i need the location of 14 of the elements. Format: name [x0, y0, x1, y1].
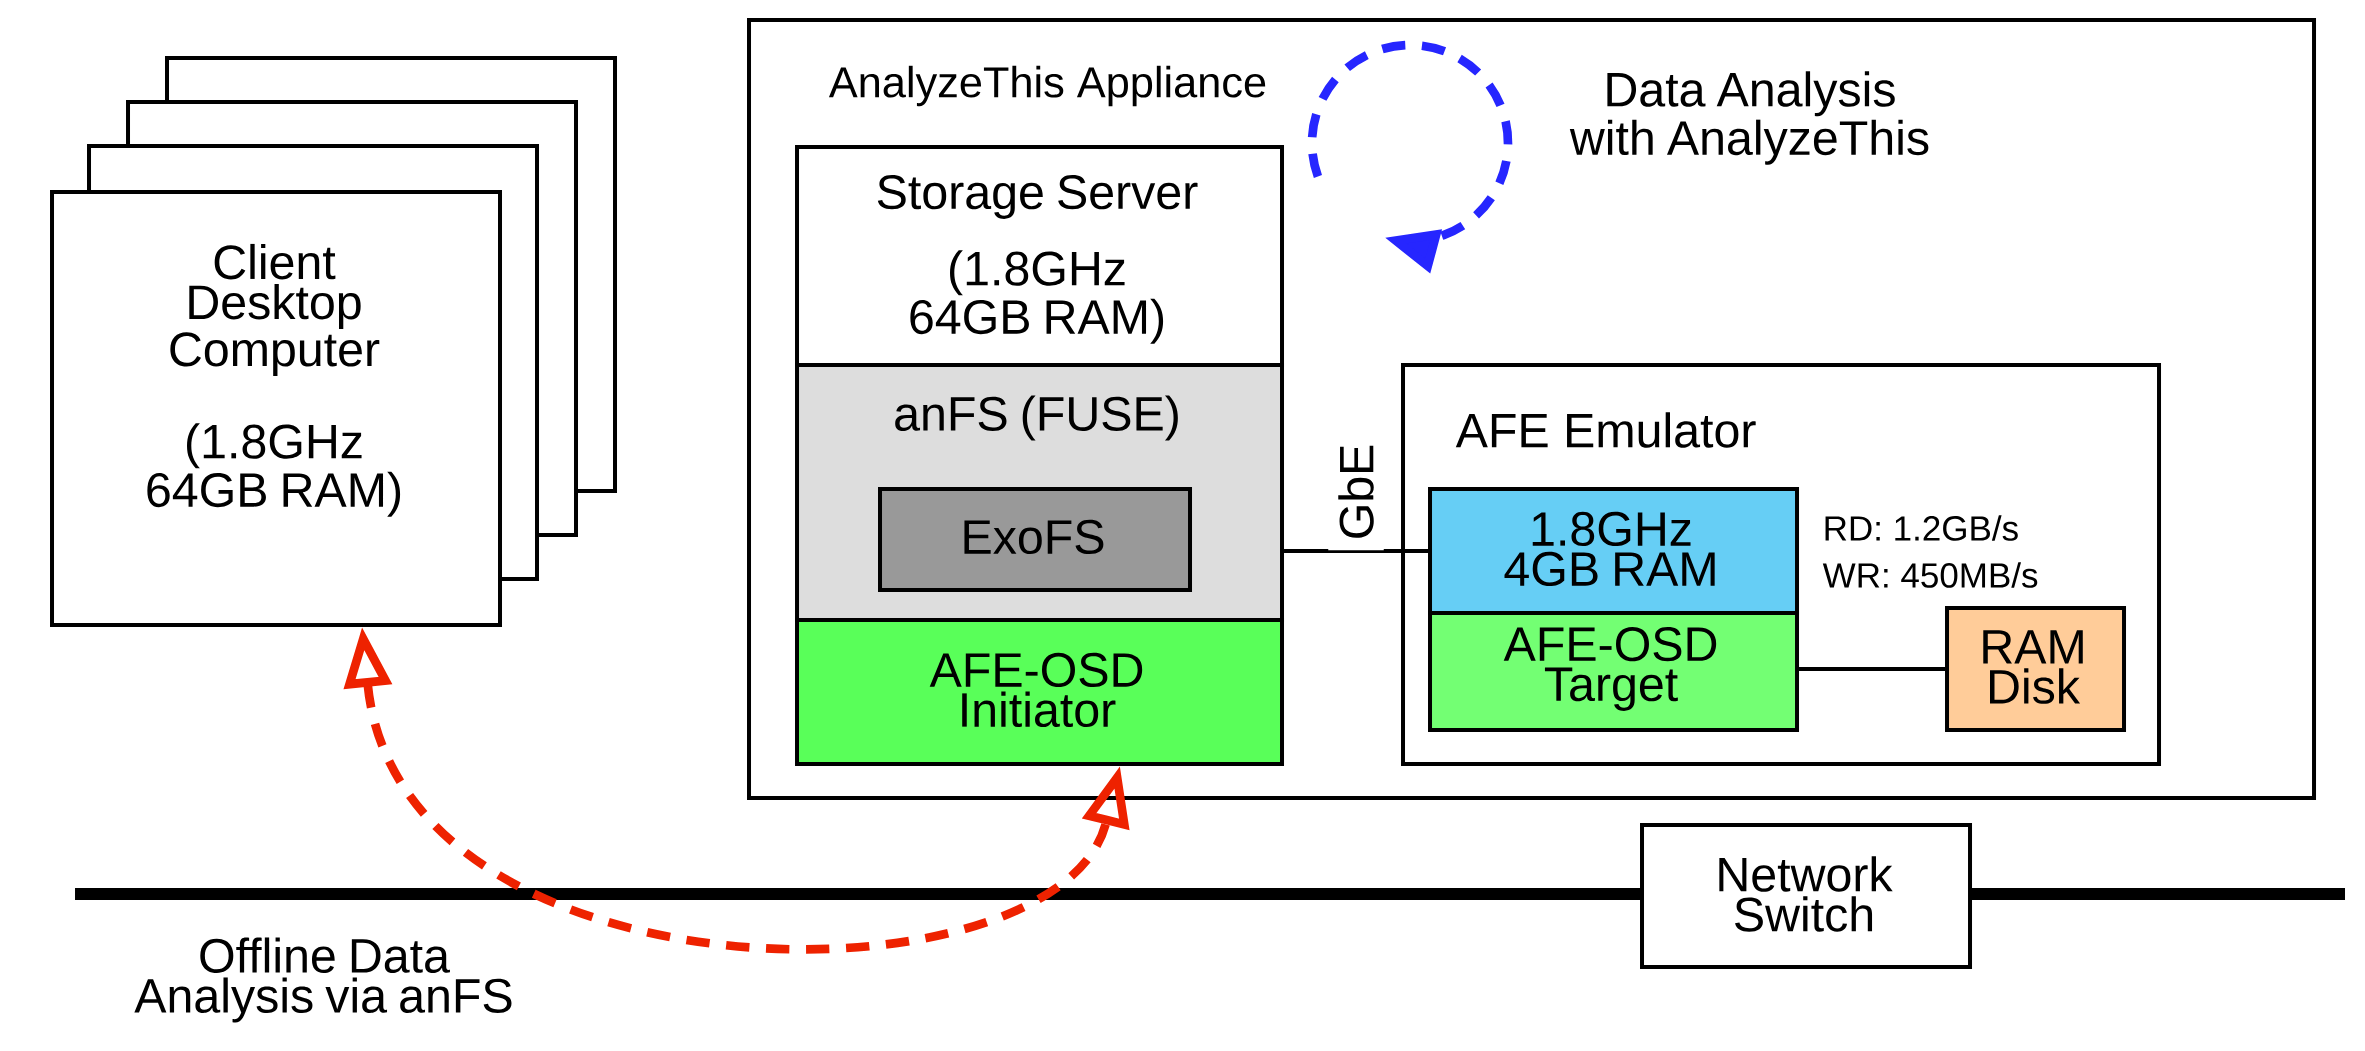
annotation-text: RD: 1.2GB/s: [1825, 515, 2018, 541]
initiator-section: AFE-OSD Initiator: [795, 618, 1284, 766]
filesystem-box: ExoFS: [878, 487, 1192, 592]
switch-box: Network Switch: [1640, 823, 1972, 969]
annotation-text: WR: 450MB/s: [1822, 562, 2038, 588]
annotation-text: Data Analysis with AnalyzeThis: [1569, 71, 1929, 165]
processor-section: 1.8GHz 4GB RAM: [1428, 487, 1799, 615]
link-line: [1284, 549, 1428, 553]
target-section: AFE-OSD Target: [1428, 611, 1799, 732]
link-line: [1799, 667, 1945, 671]
annotation-text: Offline Data Analysis via anFS: [134, 937, 512, 1023]
computer-box: Client Desktop Computer (1.8GHz 64GB RAM): [50, 190, 502, 627]
edge-label: GbE: [1328, 433, 1384, 551]
server-section: Storage Server (1.8GHz 64GB RAM): [795, 145, 1284, 367]
